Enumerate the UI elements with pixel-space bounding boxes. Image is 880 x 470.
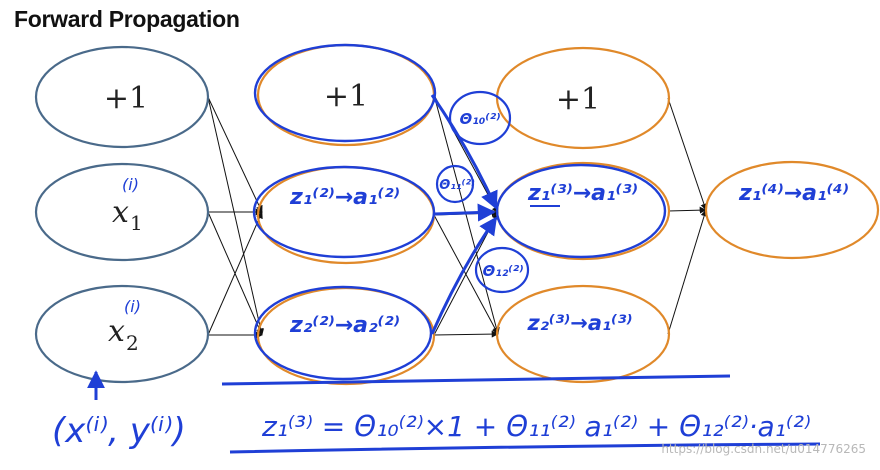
- ink-underline-bottom: [229, 442, 821, 454]
- weight-arrow-unit2: [430, 216, 498, 335]
- layer3-unit2-node: [495, 284, 671, 384]
- layer3-unit2-label: z₂⁽³⁾→a₁⁽³⁾: [527, 311, 633, 335]
- layer2-unit2-label: z₂⁽²⁾→a₂⁽²⁾: [289, 313, 400, 338]
- input-x1-label: x: [112, 195, 129, 230]
- edge: [207, 211, 263, 336]
- edge: [667, 206, 707, 214]
- edge: [667, 97, 708, 211]
- weight-w10-label: Θ₁₀⁽²⁾: [459, 110, 500, 128]
- hidden-layer-3: +1 z₁⁽³⁾→a₁⁽³⁾ z₂⁽³⁾→a₁⁽³⁾: [495, 46, 671, 384]
- edge: [207, 96, 265, 336]
- layer2-unit1-ink-circle: [252, 165, 436, 259]
- weight-w12-label: Θ₁₂⁽²⁾: [482, 262, 523, 280]
- input-x1-node: [34, 162, 210, 262]
- input-x2-label: x: [108, 314, 125, 349]
- ink-strokes: [87, 205, 821, 454]
- input-layer: +1 x 1 (i) x 2 (i): [34, 45, 210, 384]
- layer2-unit1-label: z₁⁽²⁾→a₁⁽²⁾: [289, 185, 400, 210]
- layer3-bias-node: [495, 46, 671, 150]
- input-x2-subscript: 2: [126, 331, 139, 355]
- input-x2-node: [34, 284, 210, 384]
- edge: [667, 209, 708, 335]
- layer2-bias-label: +1: [324, 79, 368, 114]
- input-bias-label: +1: [104, 81, 148, 116]
- output-unit-node: [704, 160, 880, 260]
- layer3-bias-label: +1: [556, 82, 600, 117]
- layer3-unit1-ink-circle: [495, 163, 667, 259]
- edge: [433, 330, 499, 338]
- training-example-label: (x⁽ⁱ⁾, y⁽ⁱ⁾): [52, 411, 186, 451]
- ink-underline-top: [221, 374, 731, 386]
- input-x1-subscript: 1: [130, 211, 143, 235]
- input-bias-node: [34, 45, 210, 149]
- page-title: Forward Propagation: [14, 6, 240, 32]
- weight-w10-ink-circle: [448, 90, 512, 146]
- connections-layer1: [207, 96, 265, 339]
- input-x1-superscript: (i): [122, 175, 139, 194]
- layer2-bias-ink-circle: [253, 43, 437, 143]
- watermark: https://blog.csdn.net/u014776265: [661, 442, 866, 456]
- weight-w12-ink-circle: [474, 246, 530, 294]
- equation-label: z₁⁽³⁾ = Θ₁₀⁽²⁾×1 + Θ₁₁⁽²⁾ a₁⁽²⁾ + Θ₁₂⁽²⁾…: [261, 410, 811, 443]
- input-x2-superscript: (i): [124, 297, 141, 316]
- weight-w11-label: Θ₁₁⁽²⁾: [439, 178, 475, 193]
- weight-annotations: [430, 90, 530, 335]
- output-layer: z₁⁽⁴⁾→a₁⁽⁴⁾: [704, 160, 880, 260]
- weight-w11-ink-circle: [435, 164, 475, 204]
- weight-arrow-bias: [430, 94, 498, 210]
- hidden-layer-2: +1 z₁⁽²⁾→a₁⁽²⁾ z₂⁽²⁾→a₂⁽²⁾: [252, 43, 437, 386]
- connections-layer3: [667, 97, 708, 335]
- edge: [207, 96, 263, 213]
- weight-arrow-unit1: [433, 203, 496, 222]
- output-unit-label: z₁⁽⁴⁾→a₁⁽⁴⁾: [738, 181, 849, 206]
- layer3-unit1-label: z₁⁽³⁾→a₁⁽³⁾: [527, 181, 638, 206]
